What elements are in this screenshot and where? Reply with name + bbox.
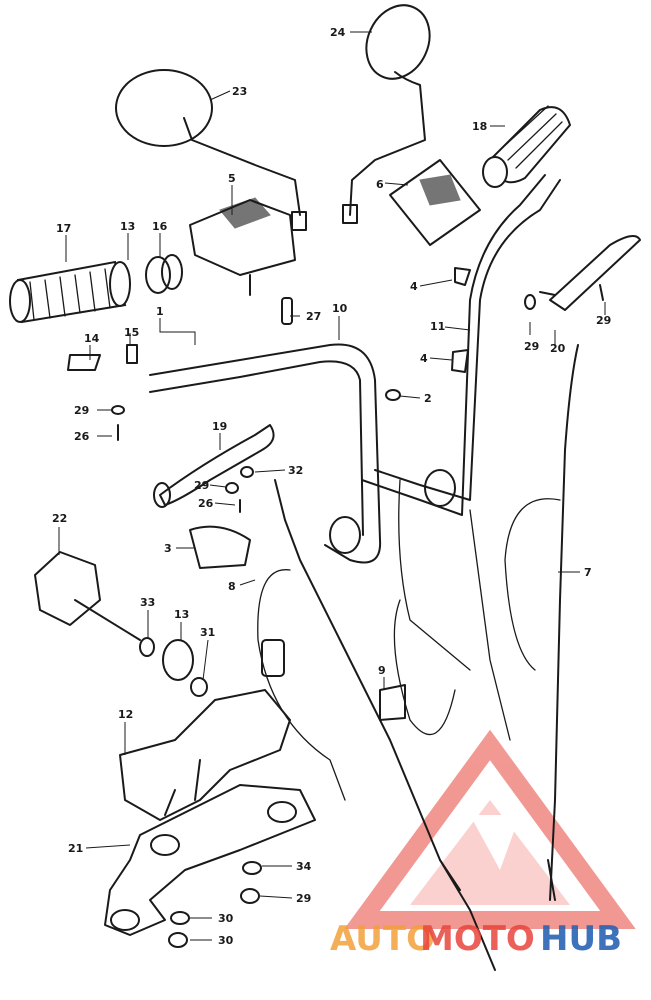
- callout-18: 17: [56, 222, 71, 235]
- callout-15: 14: [84, 332, 100, 345]
- right-grip: [482, 105, 572, 188]
- watermark-text: AUTO MOTO HUB: [330, 919, 622, 959]
- callout-26-mid: 26: [198, 497, 214, 510]
- steering-damper-knob: [34, 551, 141, 641]
- cable-8: [257, 479, 496, 971]
- callout-1: 1: [156, 305, 164, 318]
- callout-6: 6: [376, 178, 384, 191]
- callout-11: 11: [430, 320, 445, 333]
- handlebar: [149, 174, 561, 564]
- right-switch-housing: [389, 159, 481, 246]
- callout-26-left: 26: [74, 430, 90, 443]
- callout-16: 15: [124, 326, 139, 339]
- callout-8: 8: [228, 580, 236, 593]
- callout-5: 5: [228, 172, 236, 185]
- callout-33: 33: [140, 596, 155, 609]
- callout-22: 21: [68, 842, 83, 855]
- callout-29-left: 29: [74, 404, 89, 417]
- left-switch-housing: [189, 197, 296, 296]
- callout-13: 13: [120, 220, 135, 233]
- callout-27-left: 27: [306, 310, 321, 323]
- callout-labels: 24 23 18 5 6 17 13 16 1 27 10 4 11 4 15 …: [52, 26, 611, 947]
- callout-19: 18: [472, 120, 487, 133]
- clutch-lever: [153, 424, 275, 508]
- watermark-logo: [344, 729, 636, 929]
- callout-9: 9: [378, 664, 386, 677]
- callout-3: 3: [164, 542, 172, 555]
- callout-23: 22: [52, 512, 67, 525]
- left-grip: [9, 260, 131, 324]
- callout-25: 24: [330, 26, 346, 39]
- callout-30-upper: 30: [218, 912, 234, 925]
- callout-32: 32: [288, 464, 303, 477]
- leader-lines: [58, 31, 606, 941]
- wiring-loops: [393, 479, 511, 741]
- callout-10: 10: [332, 302, 348, 315]
- callout-29-right: 29: [524, 340, 539, 353]
- grip-collar: [145, 254, 183, 294]
- brake-lever: [539, 235, 641, 311]
- callout-30-lower: 30: [218, 934, 234, 947]
- fasteners: [67, 267, 604, 948]
- callout-20: 19: [212, 420, 227, 433]
- right-mirror: [342, 4, 431, 224]
- left-mirror: [115, 69, 307, 231]
- callout-31: 31: [200, 626, 215, 639]
- callout-34: 34: [296, 860, 312, 873]
- watermark-auto: AUTO: [330, 919, 435, 959]
- handlebar-clamp: [119, 689, 291, 821]
- callout-4-lower: 4: [420, 352, 428, 365]
- callout-21: 20: [550, 342, 566, 355]
- callout-29-mid: 29: [194, 479, 209, 492]
- callout-12: 12: [118, 708, 133, 721]
- watermark-hub: HUB: [540, 919, 622, 959]
- watermark-moto: MOTO: [420, 919, 535, 959]
- callout-29-lower: 29: [296, 892, 311, 905]
- top-bridge: [104, 784, 316, 936]
- callout-17: 16: [152, 220, 168, 233]
- callout-27-right: 29: [596, 314, 611, 327]
- callout-24: 23: [232, 85, 247, 98]
- cable-7: [504, 344, 579, 901]
- callout-2: 2: [424, 392, 432, 405]
- callout-4-upper: 4: [410, 280, 418, 293]
- callout-7: 7: [584, 566, 592, 579]
- callout-14: 13: [174, 608, 189, 621]
